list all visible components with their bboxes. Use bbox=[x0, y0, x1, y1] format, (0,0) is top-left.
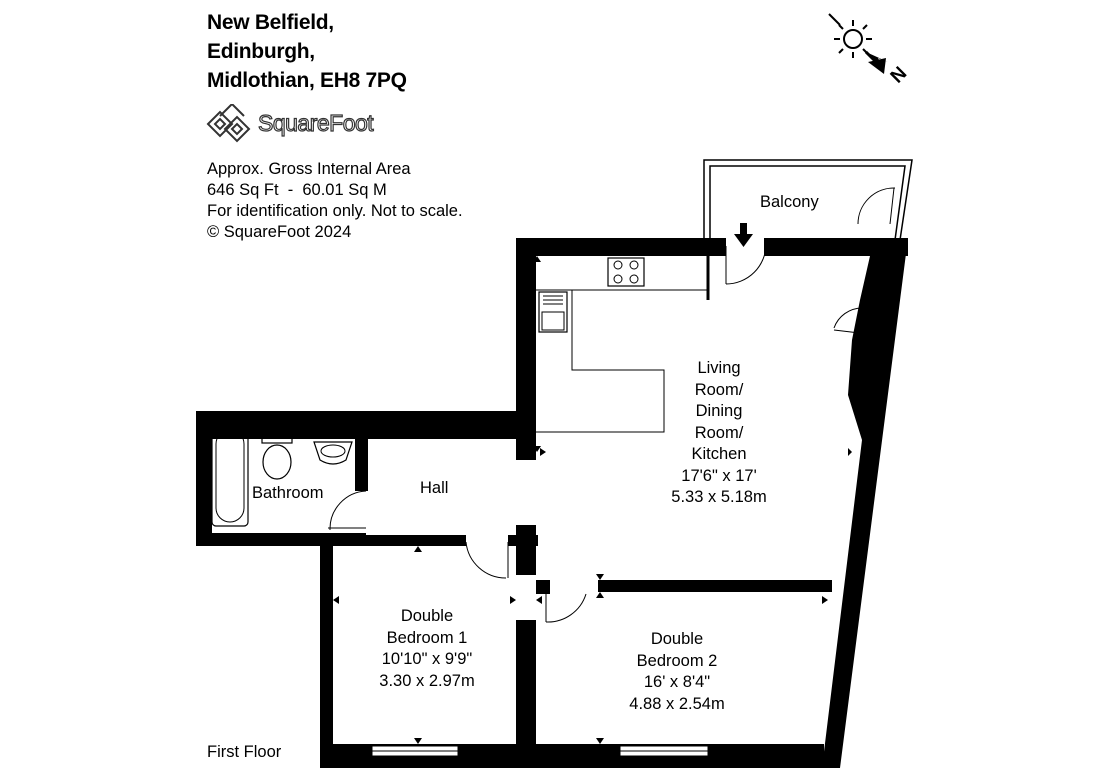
bedroom-2-metric: 4.88 x 2.54m bbox=[629, 694, 725, 713]
living-line-2: Room/ bbox=[694, 380, 744, 399]
windows bbox=[371, 745, 709, 757]
disclaimer: For identification only. Not to scale. bbox=[207, 202, 463, 220]
living-line-3: Dining bbox=[695, 402, 743, 420]
bedroom-1-door bbox=[465, 541, 509, 579]
bedroom-2-imperial: 16' x 8'4" bbox=[643, 673, 711, 691]
walls bbox=[196, 238, 908, 768]
address-line-2: Edinburgh, bbox=[207, 40, 315, 63]
room-label-living: Living Room/ Dining Room/ Kitchen 17'6" … bbox=[660, 358, 778, 509]
hall-name: Hall bbox=[420, 479, 449, 497]
brand-name: SquareFoot bbox=[257, 109, 374, 136]
room-label-bathroom: Bathroom bbox=[252, 483, 324, 505]
sun-north-compass-icon bbox=[828, 13, 888, 74]
copyright: © SquareFoot 2024 bbox=[207, 223, 352, 241]
kitchen-counter bbox=[536, 256, 710, 433]
bedroom-1-imperial: 10'10" x 9'9" bbox=[381, 650, 473, 668]
address-line-1: New Belfield, bbox=[207, 11, 334, 34]
bathroom-name: Bathroom bbox=[252, 484, 324, 502]
bedroom-1-line-1: Double bbox=[400, 607, 454, 625]
bathtub-icon bbox=[211, 425, 249, 527]
squarefoot-logo-icon bbox=[206, 104, 251, 143]
living-line-4: Room/ bbox=[694, 423, 744, 442]
bathroom-door bbox=[328, 490, 367, 531]
living-metric: 5.33 x 5.18m bbox=[671, 488, 767, 506]
room-label-hall: Hall bbox=[420, 478, 448, 500]
area-value: 646 Sq Ft - 60.01 Sq M bbox=[207, 181, 387, 199]
balcony-outline bbox=[703, 159, 913, 241]
balcony-door bbox=[857, 187, 896, 225]
bedroom-2-line-2: Bedroom 2 bbox=[636, 651, 718, 670]
room-label-balcony: Balcony bbox=[760, 192, 819, 214]
living-line-5: Kitchen bbox=[691, 445, 747, 463]
bedroom-1-line-2: Bedroom 1 bbox=[386, 628, 468, 647]
toilet-icon bbox=[261, 433, 293, 480]
bedroom-2-line-1: Double bbox=[650, 630, 704, 648]
balcony-name: Balcony bbox=[760, 193, 819, 211]
bedroom-2-door bbox=[545, 593, 587, 623]
sink-icon bbox=[538, 291, 568, 333]
property-address: New Belfield, Edinburgh, Midlothian, EH8… bbox=[207, 8, 407, 95]
dimension-markers bbox=[333, 256, 852, 744]
living-imperial: 17'6" x 17' bbox=[681, 466, 757, 485]
area-title: Approx. Gross Internal Area bbox=[207, 160, 411, 178]
room-label-bedroom-2: Double Bedroom 2 16' x 8'4" 4.88 x 2.54m bbox=[616, 629, 738, 715]
living-line-1: Living bbox=[697, 359, 741, 377]
compass-north-label: N bbox=[887, 63, 912, 88]
hob-icon bbox=[607, 257, 645, 287]
entrance-arrow-icon bbox=[734, 223, 753, 247]
basin-icon bbox=[313, 441, 353, 465]
cupboard-door bbox=[833, 307, 869, 335]
room-label-bedroom-1: Double Bedroom 1 10'10" x 9'9" 3.30 x 2.… bbox=[365, 606, 489, 692]
bedroom-1-metric: 3.30 x 2.97m bbox=[379, 671, 475, 690]
floor-label: First Floor bbox=[207, 743, 282, 761]
balcony-door-swing bbox=[725, 243, 767, 285]
address-line-3: Midlothian, EH8 7PQ bbox=[207, 69, 407, 92]
area-info: Approx. Gross Internal Area 646 Sq Ft - … bbox=[207, 159, 463, 243]
